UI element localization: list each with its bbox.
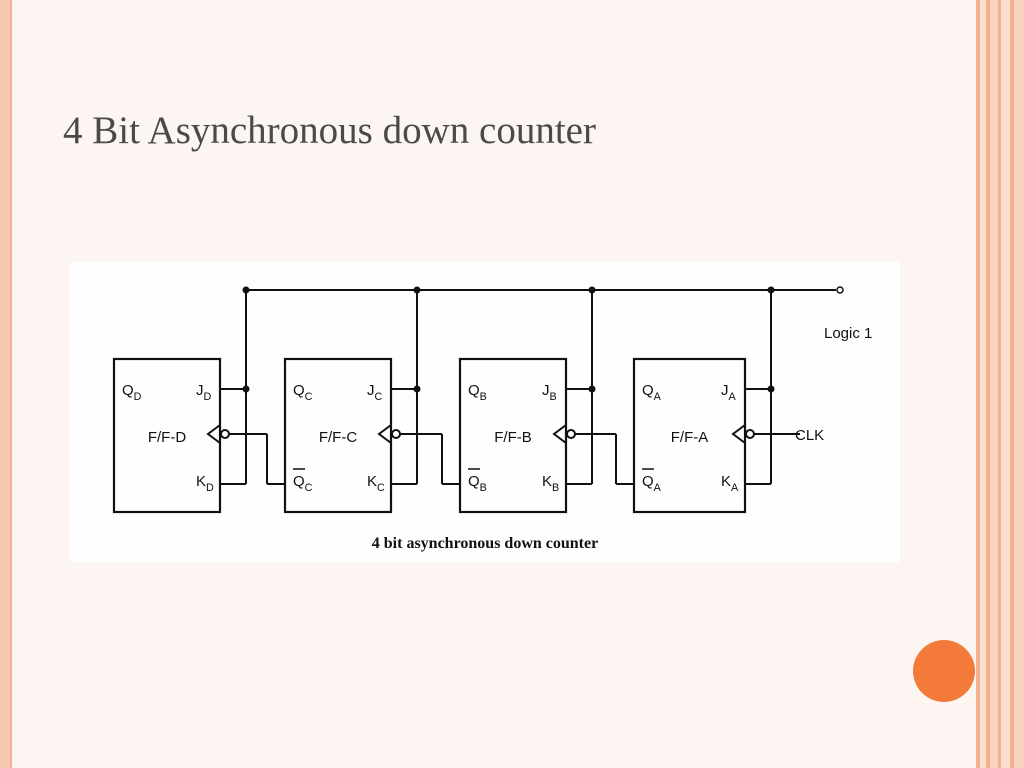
clock-input-triangle (377, 424, 392, 444)
j-input-label: JB (542, 382, 557, 403)
right-border-stripe (1001, 0, 1010, 768)
diagram-caption: 4 bit asynchronous down counter (372, 535, 598, 552)
clock-bubble (220, 429, 230, 439)
q-output-label: QA (642, 382, 662, 403)
right-border-stripe (998, 0, 1001, 768)
j-input-label: JD (196, 382, 212, 403)
counter-diagram: Logic 1 QD JD F/F-D KD QC JC F/F-C KC QC QB JB F/F-B… (70, 262, 900, 562)
clock-bubble (745, 429, 755, 439)
j-input-label: JC (367, 382, 383, 403)
logic-one-label: Logic 1 (824, 325, 872, 342)
right-border-stripe (986, 0, 990, 768)
flip-flop-name: F/F-B (494, 429, 532, 446)
clock-input-triangle (552, 424, 567, 444)
clock-bubble (391, 429, 401, 439)
flip-flop-name: F/F-C (319, 429, 357, 446)
q-output-label: QC (293, 382, 313, 403)
junction-dot (767, 286, 775, 294)
decorative-dot (913, 640, 975, 702)
right-border-stripe (1014, 0, 1024, 768)
junction-dot (588, 385, 596, 393)
flip-flop-box (283, 357, 393, 514)
right-border-stripe (990, 0, 998, 768)
right-border-stripe (976, 0, 980, 768)
j-input-label: JA (721, 382, 737, 403)
flip-flop-box (112, 357, 222, 514)
clock-bubble (566, 429, 576, 439)
junction-dot (588, 286, 596, 294)
right-border-stripe (1010, 0, 1014, 768)
qbar-output-label: QA (642, 473, 662, 494)
right-border-stripe (980, 0, 986, 768)
clock-input-triangle (731, 424, 746, 444)
k-input-label: KC (367, 473, 385, 494)
k-input-label: KA (721, 473, 739, 494)
slide-title: 4 Bit Asynchronous down counter (63, 109, 596, 152)
q-output-label: QB (468, 382, 487, 403)
k-input-label: KD (196, 473, 214, 494)
clock-label: CLK (795, 427, 824, 444)
circuit-svg: Logic 1 QD JD F/F-D KD QC JC F/F-C KC QC QB JB F/F-B… (112, 286, 872, 552)
k-input-label: KB (542, 473, 559, 494)
junction-dot (413, 286, 421, 294)
qbar-output-label: QB (468, 473, 487, 494)
clock-input-triangle (206, 424, 221, 444)
junction-dot (413, 385, 421, 393)
junction-dot (767, 385, 775, 393)
flip-flop-box (632, 357, 747, 514)
flip-flop-name: F/F-A (671, 429, 709, 446)
q-output-label: QD (122, 382, 142, 403)
junction-dot (242, 286, 250, 294)
junction-dot (242, 385, 250, 393)
qbar-output-label: QC (293, 473, 313, 494)
flip-flop-box (458, 357, 568, 514)
flip-flop-name: F/F-D (148, 429, 186, 446)
left-border (0, 0, 12, 768)
logic-one-terminal (836, 286, 844, 294)
